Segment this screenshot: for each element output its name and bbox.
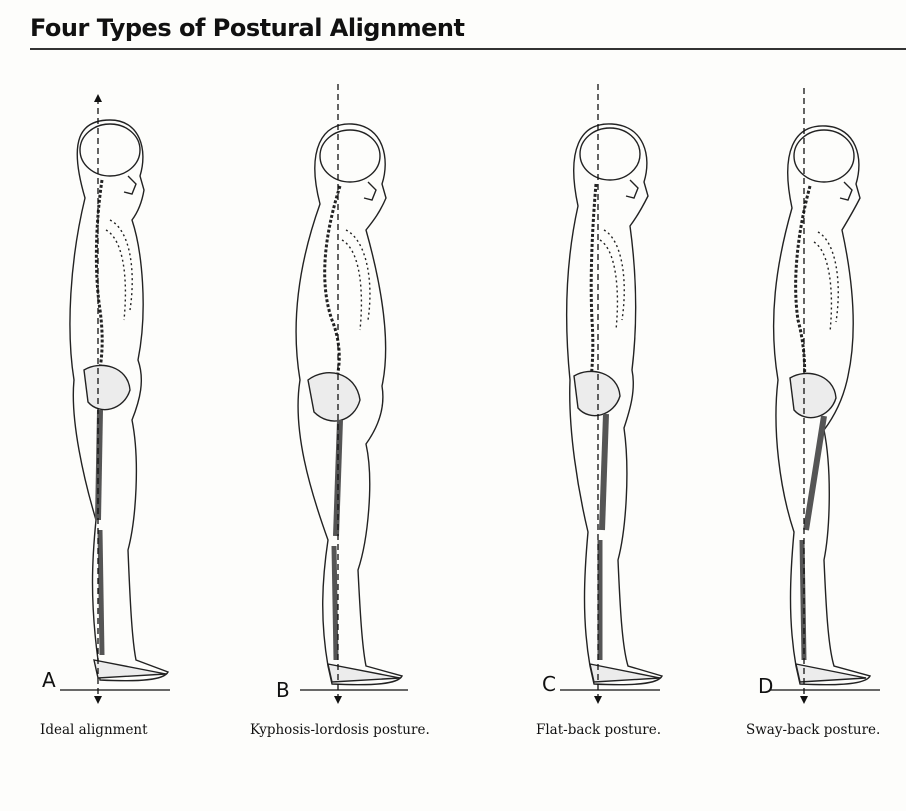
figure-letter-a: A: [42, 668, 56, 692]
figure-letter-d: D: [758, 674, 773, 698]
figure-letter-c: C: [542, 672, 556, 696]
skeleton-illustration-c: [530, 80, 730, 720]
figure-d-sway-back: [740, 80, 906, 720]
figure-letter-b: B: [276, 678, 290, 702]
caption-flat-back: Flat-back posture.: [536, 722, 661, 738]
caption-ideal-alignment: Ideal alignment: [40, 722, 148, 738]
diagram-title: Four Types of Postural Alignment: [30, 14, 464, 42]
figure-c-flat-back: [530, 80, 730, 720]
figure-a-ideal-alignment: [40, 80, 240, 720]
skeleton-illustration-d: [740, 80, 906, 720]
caption-sway-back: Sway-back posture.: [746, 722, 880, 738]
title-underline: [30, 48, 906, 50]
figure-b-kyphosis-lordosis: [270, 80, 470, 720]
skeleton-illustration-a: [40, 80, 240, 720]
caption-kyphosis-lordosis: Kyphosis-lordosis posture.: [250, 722, 430, 738]
skeleton-illustration-b: [270, 80, 470, 720]
